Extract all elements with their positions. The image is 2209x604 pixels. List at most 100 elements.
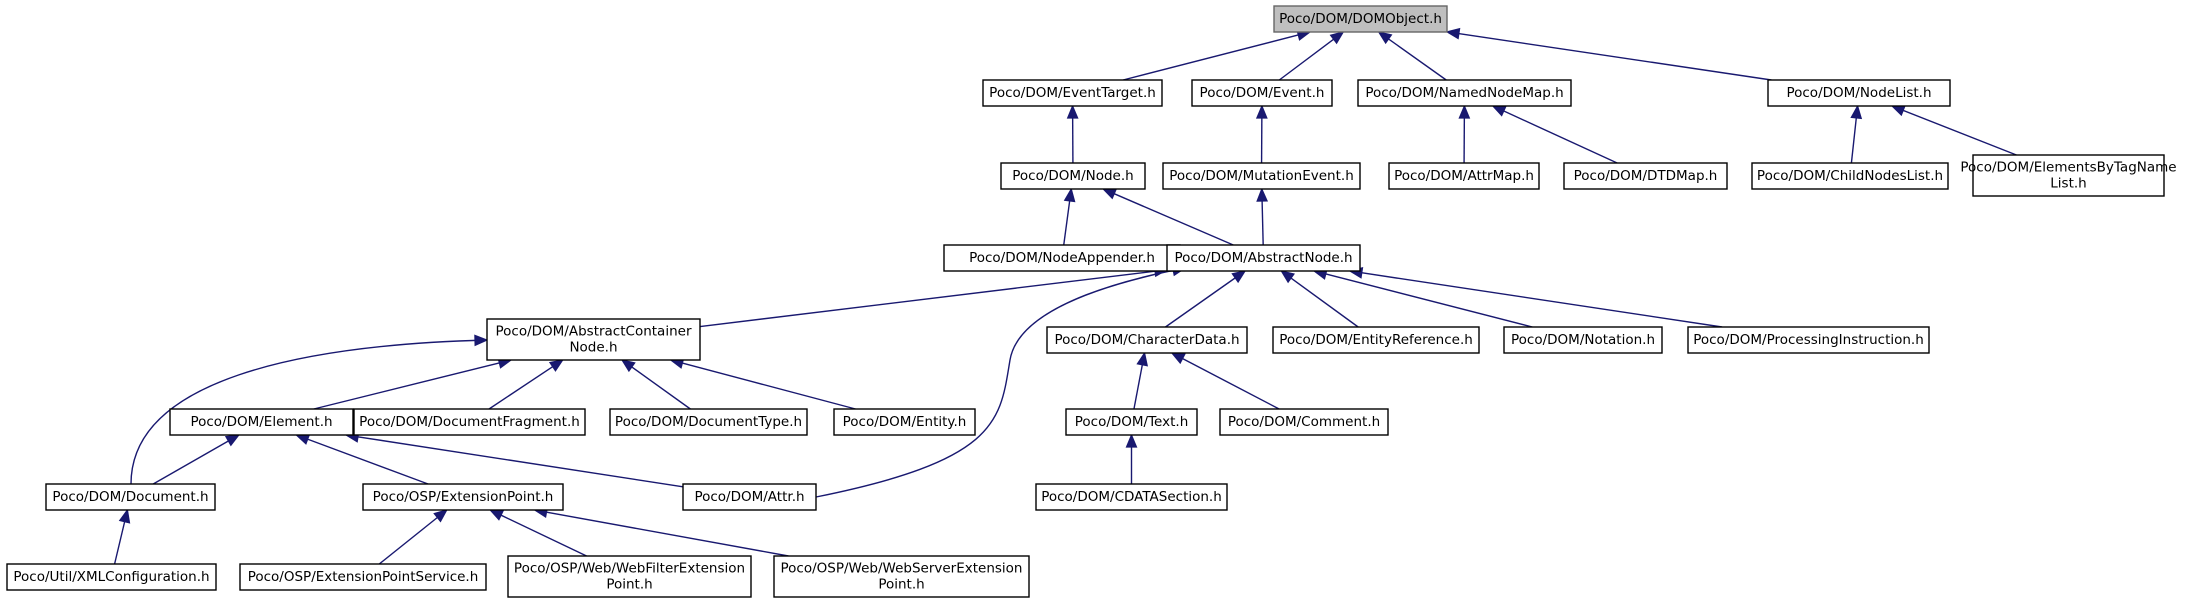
node-mutationevent[interactable]: Poco/DOM/MutationEvent.h: [1162, 162, 1361, 190]
node-entity[interactable]: Poco/DOM/Entity.h: [833, 408, 976, 436]
edge-document-to-abstractcontainer-arrowhead: [474, 334, 489, 347]
edge-elementsbytagname-to-nodelist: [1901, 109, 2017, 156]
edge-entityreference-to-abstractnode-arrowhead: [1280, 270, 1295, 284]
node-label: Poco/DOM/Element.h: [190, 414, 332, 430]
node-label: Poco/OSP/Web/WebFilterExtension: [514, 561, 745, 577]
edge-event-to-domobject-arrowhead: [1329, 31, 1345, 45]
node-box: [1166, 244, 1361, 272]
node-label: Poco/DOM/NodeList.h: [1786, 85, 1931, 101]
node-box: [982, 79, 1163, 107]
node-box: [1273, 5, 1448, 33]
node-documentfragment[interactable]: Poco/DOM/DocumentFragment.h: [353, 408, 586, 436]
node-box: [609, 408, 808, 436]
node-box: [1065, 408, 1198, 436]
edge-abstractnode-to-node-arrowhead: [1101, 188, 1118, 200]
edge-documentfragment-to-abstractcontainer: [488, 364, 555, 410]
edge-mutationevent-to-event-arrowhead: [1255, 104, 1268, 119]
node-label: Point.h: [878, 577, 924, 593]
edge-documenttype-to-abstractcontainer: [629, 365, 691, 410]
edge-comment-to-characterdata: [1180, 357, 1280, 410]
edge-documentfragment-to-abstractcontainer-arrowhead: [548, 359, 564, 372]
node-label: Poco/DOM/ProcessingInstruction.h: [1693, 332, 1924, 348]
edge-nodelist-to-domobject: [1456, 32, 1772, 81]
edge-childnodeslist-to-nodelist-arrowhead: [1850, 104, 1863, 120]
edge-xmlconfiguration-to-document: [113, 519, 126, 565]
edge-extensionpoint-to-element: [305, 437, 429, 485]
node-label: List.h: [2050, 176, 2086, 192]
node-cdatasection[interactable]: Poco/DOM/CDATASection.h: [1035, 483, 1228, 511]
node-label: Poco/DOM/Entity.h: [843, 414, 967, 430]
node-box: [1272, 326, 1480, 354]
node-notation[interactable]: Poco/DOM/Notation.h: [1503, 326, 1663, 354]
node-childnodeslist[interactable]: Poco/DOM/ChildNodesList.h: [1751, 162, 1949, 190]
node-processinginstruction[interactable]: Poco/DOM/ProcessingInstruction.h: [1687, 326, 1930, 354]
edge-text-to-characterdata-arrowhead: [1136, 351, 1148, 367]
edge-characterdata-to-abstractnode: [1165, 276, 1238, 328]
node-node[interactable]: Poco/DOM/Node.h: [1000, 162, 1146, 190]
edges-layer: [113, 27, 2017, 565]
edge-document-to-abstractcontainer: [130, 339, 488, 485]
node-nodeappender[interactable]: Poco/DOM/NodeAppender.h: [943, 244, 1181, 272]
node-label: Poco/DOM/Event.h: [1200, 85, 1325, 101]
edge-abstractcontainer-to-abstractnode: [699, 270, 1158, 328]
node-label: Poco/DOM/Comment.h: [1228, 414, 1380, 430]
node-extensionpoint[interactable]: Poco/OSP/ExtensionPoint.h: [362, 483, 564, 511]
edge-elementsbytagname-to-nodelist-arrowhead: [1890, 105, 1906, 117]
edge-childnodeslist-to-nodelist: [1850, 115, 1858, 164]
node-box: [1767, 79, 1951, 107]
edge-webfilterextension-to-extensionpoint-arrowhead: [488, 509, 505, 521]
node-document[interactable]: Poco/DOM/Document.h: [45, 483, 216, 511]
node-comment[interactable]: Poco/DOM/Comment.h: [1219, 408, 1389, 436]
node-event[interactable]: Poco/DOM/Event.h: [1191, 79, 1333, 107]
node-label: Poco/DOM/Attr.h: [694, 489, 804, 505]
node-documenttype[interactable]: Poco/DOM/DocumentType.h: [609, 408, 808, 436]
node-namednodemap[interactable]: Poco/DOM/NamedNodeMap.h: [1357, 79, 1572, 107]
node-attrmap[interactable]: Poco/DOM/AttrMap.h: [1388, 162, 1540, 190]
edge-text-to-characterdata: [1133, 362, 1144, 410]
edge-abstractnode-to-mutationevent-arrowhead: [1256, 187, 1269, 202]
node-extensionpointservice[interactable]: Poco/OSP/ExtensionPointService.h: [239, 563, 487, 591]
node-xmlconfiguration[interactable]: Poco/Util/XMLConfiguration.h: [6, 563, 217, 591]
node-box: [1219, 408, 1389, 436]
node-dtdmap[interactable]: Poco/DOM/DTDMap.h: [1563, 162, 1728, 190]
node-nodelist[interactable]: Poco/DOM/NodeList.h: [1767, 79, 1951, 107]
node-label: Poco/DOM/DTDMap.h: [1574, 168, 1718, 184]
node-domobject[interactable]: Poco/DOM/DOMObject.h: [1273, 5, 1448, 33]
edge-element-to-abstractcontainer: [313, 361, 502, 410]
node-abstractnode[interactable]: Poco/DOM/AbstractNode.h: [1166, 244, 1361, 272]
node-label: Poco/DOM/MutationEvent.h: [1169, 168, 1354, 184]
edge-attr-to-abstractnode: [815, 267, 1186, 498]
edge-xmlconfiguration-to-document-arrowhead: [118, 508, 131, 524]
node-label: Poco/DOM/Notation.h: [1511, 332, 1655, 348]
node-box: [45, 483, 216, 511]
edge-namednodemap-to-domobject-arrowhead: [1377, 31, 1393, 45]
node-element[interactable]: Poco/DOM/Element.h: [169, 408, 354, 436]
edge-extensionpointservice-to-extensionpoint-arrowhead: [433, 509, 448, 523]
edge-nodeappender-to-node: [1063, 198, 1071, 246]
edge-processinginstruction-to-abstractnode: [1359, 271, 1723, 328]
edge-eventtarget-to-domobject: [1122, 33, 1301, 81]
edge-node-to-eventtarget-arrowhead: [1066, 104, 1079, 119]
node-label: Poco/DOM/AttrMap.h: [1394, 168, 1534, 184]
node-characterdata[interactable]: Poco/DOM/CharacterData.h: [1046, 326, 1248, 354]
node-box: [169, 408, 354, 436]
node-label: Poco/DOM/AbstractContainer: [495, 324, 691, 340]
node-label: Poco/DOM/CDATASection.h: [1041, 489, 1222, 505]
node-box: [1357, 79, 1572, 107]
node-box: [362, 483, 564, 511]
edge-abstractnode-to-mutationevent: [1261, 198, 1264, 246]
node-text[interactable]: Poco/DOM/Text.h: [1065, 408, 1198, 436]
node-label: Poco/DOM/CharacterData.h: [1054, 332, 1239, 348]
node-box: [1000, 162, 1146, 190]
edge-webfilterextension-to-extensionpoint: [498, 513, 587, 557]
node-entityreference[interactable]: Poco/DOM/EntityReference.h: [1272, 326, 1480, 354]
node-eventtarget[interactable]: Poco/DOM/EventTarget.h: [982, 79, 1163, 107]
edge-dtdmap-to-namednodemap-arrowhead: [1491, 105, 1507, 117]
node-box: [1162, 162, 1361, 190]
node-attr[interactable]: Poco/DOM/Attr.h: [682, 483, 817, 511]
node-label: Poco/DOM/ChildNodesList.h: [1757, 168, 1943, 184]
